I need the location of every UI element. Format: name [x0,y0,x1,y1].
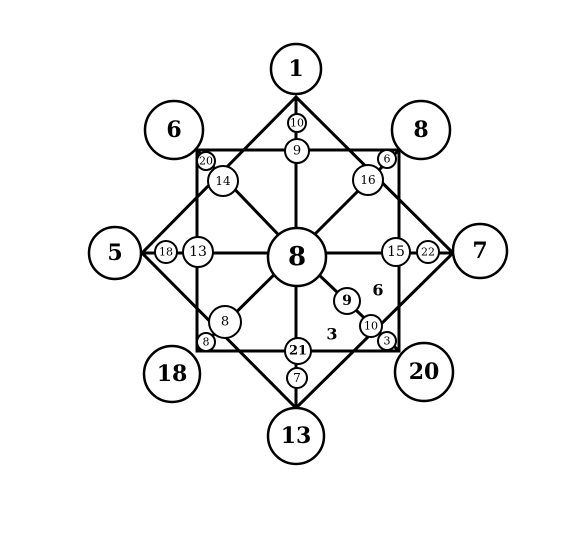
node-circle [377,331,397,351]
node-right: 7 [451,222,509,280]
node-label: 21 [289,344,307,359]
node-circle [154,240,178,264]
node-label: 9 [342,293,352,309]
node-left-apex: 18 [154,240,178,264]
node-label: 7 [293,371,301,385]
node-label: 8 [203,336,210,349]
node-upper-right: 16 [352,164,384,196]
node-top: 1 [269,42,323,96]
node-circle [359,314,383,338]
node-circle [266,226,328,288]
node-label: 3 [384,335,391,348]
node-inner-right: 9 [333,287,361,315]
node-lower-right: 10 [359,314,383,338]
node-corner-tr: 6 [377,149,397,169]
node-bottom-left: 18 [142,344,202,404]
node-top-mid: 9 [284,138,310,164]
node-label: 6 [166,117,181,143]
node-circle [284,337,312,365]
node-label: 14 [215,174,231,188]
node-label: 7 [472,238,487,264]
node-circle [381,237,411,267]
node-circle [87,225,143,281]
node-circle [287,113,307,133]
edge-label-edge-6: 6 [372,281,383,300]
node-circle [142,344,202,404]
node-corner-bl: 8 [196,332,216,352]
node-label: 6 [384,153,391,166]
node-circle [143,99,205,161]
node-label: 8 [413,117,428,143]
node-top-apex: 10 [287,113,307,133]
node-label: 9 [293,144,301,159]
node-right-mid: 15 [381,237,411,267]
node-circle [207,165,239,197]
node-center: 8 [266,226,328,288]
node-label: 18 [157,361,188,387]
node-corner-tl: 20 [196,151,216,171]
edge-label-edge-3: 3 [326,325,337,344]
node-top-left: 6 [143,99,205,161]
node-top-right: 8 [390,99,452,161]
node-circle [451,222,509,280]
node-circle [352,164,384,196]
node-label: 16 [360,173,375,187]
node-bottom: 13 [266,406,326,466]
node-circle [393,341,455,403]
node-label: 20 [199,155,213,168]
node-circle [182,236,214,268]
node-upper-left: 14 [207,165,239,197]
node-circle [208,305,242,339]
node-circle [286,367,308,389]
node-label: 5 [107,240,122,266]
node-circle [284,138,310,164]
node-circle [269,42,323,96]
node-circle [266,406,326,466]
node-circle [333,287,361,315]
node-label: 10 [290,117,304,130]
node-left: 5 [87,225,143,281]
node-left-mid: 13 [182,236,214,268]
node-circle [377,149,397,169]
node-corner-br: 3 [377,331,397,351]
node-bottom-mid: 21 [284,337,312,365]
node-label: 20 [409,359,440,385]
node-label: 13 [281,423,312,449]
node-circle [390,99,452,161]
node-label: 22 [421,246,435,259]
node-label: 13 [189,244,207,260]
node-circle [416,240,440,264]
node-circle [196,151,216,171]
node-bottom-right: 20 [393,341,455,403]
node-label: 8 [221,315,229,330]
node-label: 10 [364,320,378,333]
node-lower-left: 8 [208,305,242,339]
node-bottom-apex: 7 [286,367,308,389]
node-right-apex: 22 [416,240,440,264]
node-circle [196,332,216,352]
node-label: 8 [288,242,306,272]
node-label: 1 [288,56,303,82]
node-label: 15 [387,244,405,260]
node-label: 18 [159,246,173,259]
